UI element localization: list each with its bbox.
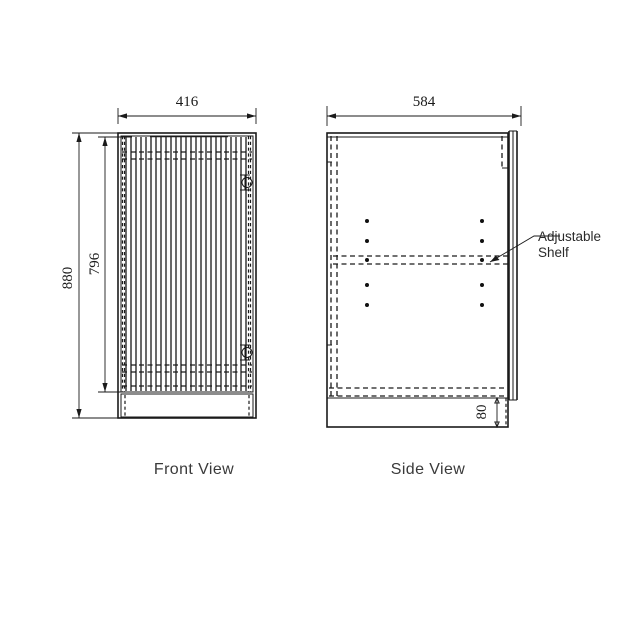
dimension-side-plinth-height: 80 [474, 396, 507, 429]
callout-adjustable-shelf-line2: Shelf [538, 245, 569, 260]
dimension-label-front-height-door: 796 [87, 252, 103, 275]
dimension-front-height-door: 796 [87, 136, 132, 393]
dimension-front-width: 416 [117, 94, 257, 124]
dimension-label-side-plinth-height: 80 [474, 405, 490, 420]
side-view-label: Side View [391, 461, 466, 478]
front-view-group: 416 [60, 94, 257, 478]
front-cabinet-outline [117, 132, 257, 419]
dimension-side-depth: 584 [326, 94, 522, 126]
side-hidden-bottom-panel [329, 387, 508, 397]
front-hinge-upper [240, 174, 253, 191]
front-plinth [120, 393, 254, 418]
callout-adjustable-shelf: Adjustable Shelf [489, 229, 601, 263]
side-shelf-pin-holes [365, 219, 484, 307]
front-hidden-horizontals [122, 151, 252, 387]
front-view-label: Front View [154, 461, 234, 478]
front-fluted-slats [125, 137, 247, 391]
side-view-group: 584 [326, 94, 601, 478]
side-hidden-door-rebate [501, 136, 508, 169]
side-hidden-back-panel [327, 136, 338, 398]
side-cabinet-outline [326, 132, 509, 428]
front-hinge-lower [240, 344, 253, 361]
callout-adjustable-shelf-line1: Adjustable [538, 229, 601, 244]
dimension-label-front-width: 416 [176, 94, 199, 110]
dimension-label-front-height-overall: 880 [60, 267, 76, 290]
callout-arrowhead [490, 255, 500, 262]
dimension-front-height-overall: 880 [60, 132, 132, 419]
side-door-leaf [508, 130, 518, 401]
side-adjustable-shelf [333, 255, 508, 265]
dimension-label-side-depth: 584 [413, 94, 436, 110]
